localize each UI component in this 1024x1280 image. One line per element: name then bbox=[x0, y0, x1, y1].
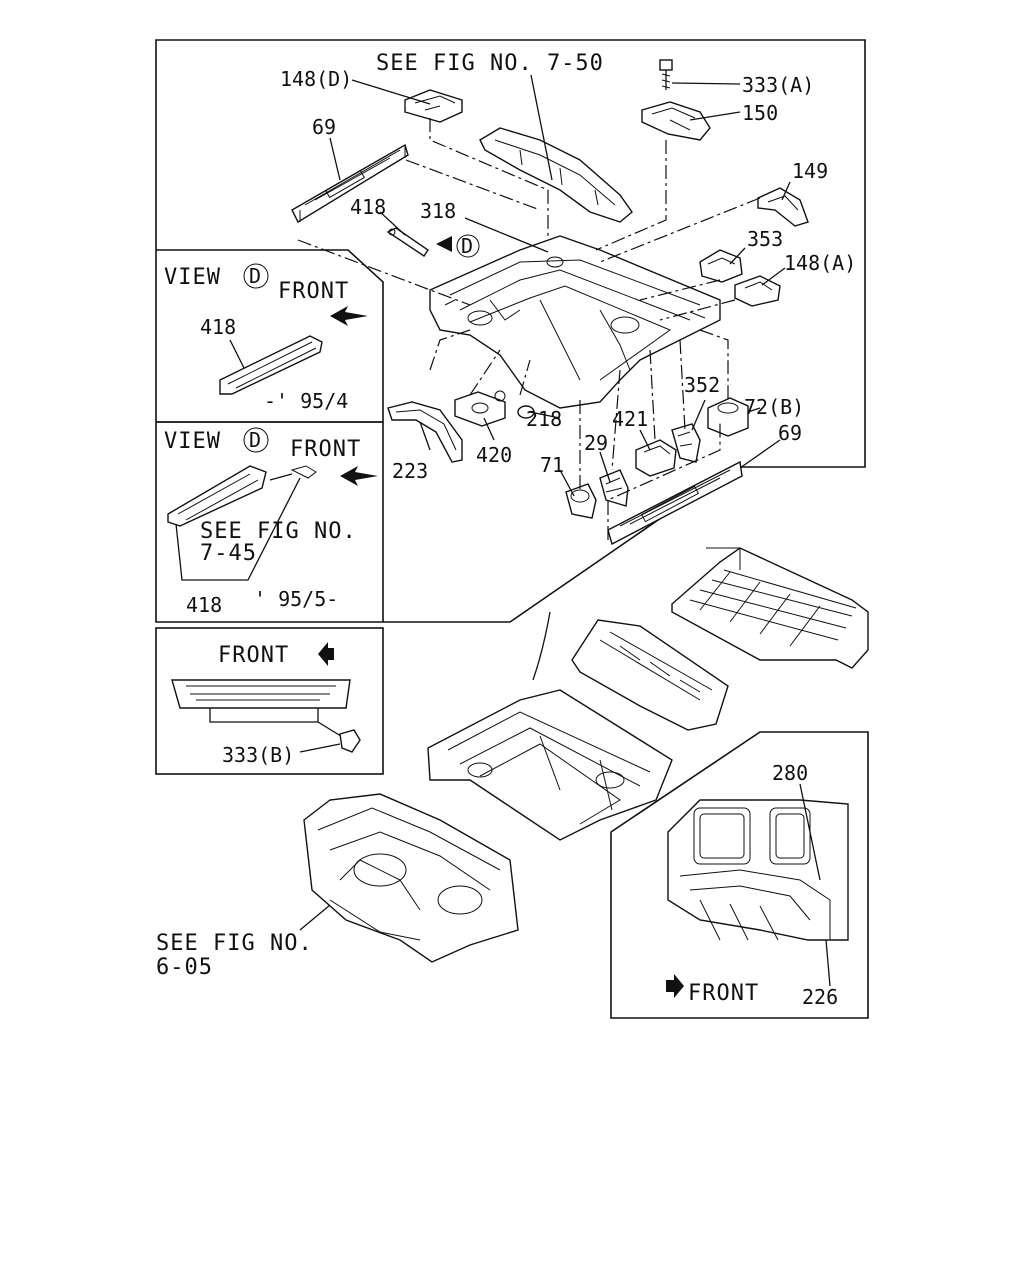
view-top-date-label: -' 95/4 bbox=[264, 389, 348, 413]
leader-lines-main bbox=[329, 74, 791, 497]
view-bottom-front-label: FRONT bbox=[290, 437, 361, 462]
tunnel-part bbox=[479, 127, 633, 223]
middle-floor bbox=[571, 619, 729, 731]
front-arrow-icon bbox=[340, 466, 378, 486]
label-149: 149 bbox=[792, 159, 828, 183]
view-bottom-view-letter: D bbox=[249, 428, 261, 452]
part-352 bbox=[671, 423, 701, 463]
view-bottom-view-label: VIEW bbox=[164, 429, 221, 454]
view-top-418-part bbox=[219, 335, 323, 395]
view-top-view-letter: D bbox=[249, 264, 261, 288]
front-body-structure bbox=[299, 793, 519, 963]
label-318: 318 bbox=[420, 199, 456, 223]
label-218: 218 bbox=[526, 407, 562, 431]
view-bottom-see-fig-line2: 7-45 bbox=[200, 541, 257, 566]
part-353 bbox=[699, 249, 743, 283]
view-bottom-see-fig-line1: SEE FIG NO. bbox=[200, 519, 357, 544]
inset-333b: FRONT 333(B) bbox=[155, 627, 384, 775]
view-bottom-d-circle-icon bbox=[243, 427, 269, 453]
part-69-bottom-rail bbox=[607, 460, 743, 546]
part-69-top-rail bbox=[291, 143, 409, 223]
view-bottom-date-label: ' 95/5- bbox=[254, 587, 338, 611]
label-148d: 148(D) bbox=[280, 67, 352, 91]
view-d-top-inset: VIEW D FRONT 418 -' 95/4 bbox=[164, 263, 368, 413]
label-148a: 148(A) bbox=[784, 251, 856, 275]
view-top-front-label: FRONT bbox=[278, 279, 349, 304]
front-floor bbox=[427, 689, 673, 841]
label-353: 353 bbox=[747, 227, 783, 251]
part-149 bbox=[757, 187, 809, 227]
part-218 bbox=[494, 390, 535, 419]
label-421: 421 bbox=[612, 407, 648, 431]
rear-floor bbox=[671, 547, 869, 669]
part-418-main bbox=[386, 227, 429, 257]
inset-333b-front-label: FRONT bbox=[218, 643, 289, 668]
label-69-top: 69 bbox=[312, 115, 336, 139]
part-71 bbox=[565, 483, 597, 519]
label-29: 29 bbox=[584, 431, 608, 455]
view-d-marker-letter: D bbox=[461, 234, 473, 258]
front-arrow-icon bbox=[666, 974, 684, 998]
part-421 bbox=[635, 439, 677, 477]
view-top-view-label: VIEW bbox=[164, 265, 221, 290]
part-223 bbox=[387, 401, 463, 463]
view-top-d-circle-icon bbox=[243, 263, 269, 289]
view-top-part-label: 418 bbox=[200, 315, 236, 339]
label-72b: 72(B) bbox=[744, 395, 804, 419]
explosion-lines bbox=[297, 118, 761, 540]
label-226: 226 bbox=[802, 985, 838, 1009]
part-72b bbox=[707, 397, 749, 437]
front-arrow-icon bbox=[436, 236, 452, 252]
part-148d bbox=[404, 89, 463, 123]
front-arrow-icon bbox=[318, 642, 334, 666]
label-69-bottom: 69 bbox=[778, 421, 802, 445]
label-420: 420 bbox=[476, 443, 512, 467]
label-333b: 333(B) bbox=[222, 743, 294, 767]
label-418-main: 418 bbox=[350, 195, 386, 219]
view-d-bottom-inset: VIEW D FRONT SEE FIG NO. 7-45 418 ' 95/5… bbox=[164, 427, 378, 617]
see-fig-6-05-line1: SEE FIG NO. bbox=[156, 931, 313, 956]
label-333a: 333(A) bbox=[742, 73, 814, 97]
see-fig-6-05-line2: 6-05 bbox=[156, 955, 213, 980]
label-223: 223 bbox=[392, 459, 428, 483]
front-arrow-icon bbox=[330, 306, 368, 326]
label-280: 280 bbox=[772, 761, 808, 785]
part-29 bbox=[599, 469, 629, 507]
part-148a bbox=[734, 275, 781, 307]
label-352: 352 bbox=[684, 373, 720, 397]
view-bottom-418-part bbox=[167, 465, 267, 527]
part-420 bbox=[454, 391, 506, 427]
inset-280-226: 280 FRONT 226 bbox=[610, 731, 869, 1019]
connector-curve bbox=[532, 611, 551, 681]
part-333a-bolt bbox=[659, 59, 673, 90]
view-d-marker: D bbox=[436, 234, 480, 258]
part-150 bbox=[641, 101, 711, 141]
label-71: 71 bbox=[540, 453, 564, 477]
inset-280-front-label: FRONT bbox=[688, 981, 759, 1006]
label-see-fig-7-50: SEE FIG NO. 7-50 bbox=[376, 51, 604, 76]
view-d-circle-icon bbox=[456, 234, 480, 258]
view-bottom-part-label: 418 bbox=[186, 593, 222, 617]
floor-panel-main bbox=[429, 235, 721, 409]
label-150: 150 bbox=[742, 101, 778, 125]
